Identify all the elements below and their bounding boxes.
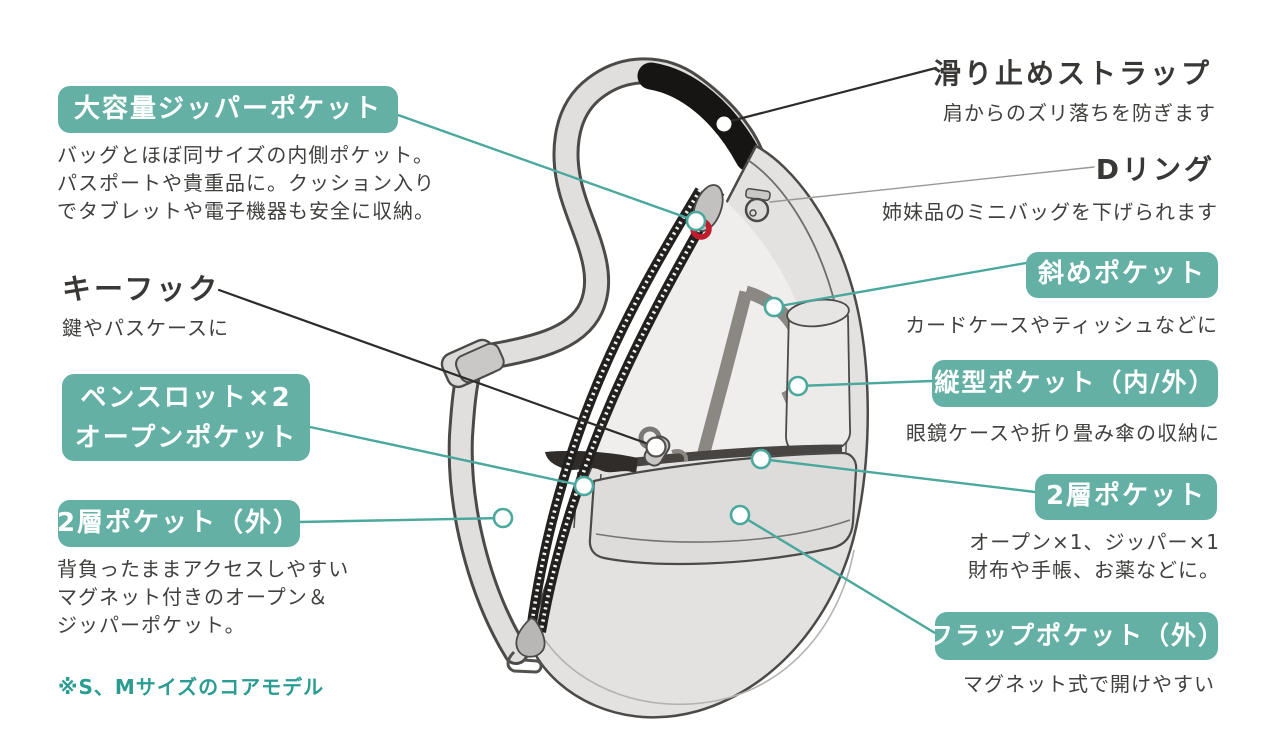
badge-two-layer-pocket: 2層ポケット xyxy=(1035,474,1217,520)
d-ring-desc: 姉妹品のミニバッグを下げられます xyxy=(882,200,1218,224)
non-slip-strap-title: 滑り止めストラップ xyxy=(932,57,1212,90)
key-hook-desc: 鍵やパスケースに xyxy=(62,316,229,340)
badge-two-layer-outer-label: 2層ポケット（外） xyxy=(56,507,302,538)
desc-line: バッグとほぼ同サイズの内側ポケット。 xyxy=(57,143,434,167)
bag-interior xyxy=(583,196,818,462)
badge-pen-slot-open-pocket: ペンスロット×2 オープンポケット xyxy=(62,374,310,461)
callout-dot-large-zipper-pocket xyxy=(685,210,707,232)
callout-dot-pen-slot xyxy=(573,475,595,497)
bag-bottom-crease xyxy=(544,549,855,706)
desc-line: でタブレットや電子機器も安全に収納。 xyxy=(57,199,435,223)
two-layer-pocket-desc: オープン×1、ジッパー×1 財布や手帳、お薬などに。 xyxy=(968,528,1220,584)
badge-vertical-pocket: 縦型ポケット（内/外） xyxy=(932,360,1218,407)
callout-dot-two-layer-pocket xyxy=(750,448,772,470)
callout-line-diagonal-pocket xyxy=(772,261,1028,309)
desc-line: 財布や手帳、お薬などに。 xyxy=(968,558,1220,582)
callout-dot-vertical-pocket xyxy=(787,375,809,397)
callout-dot-non-slip-strap xyxy=(716,116,732,132)
callout-dot-diagonal-pocket xyxy=(763,296,785,318)
badge-diagonal-pocket-label: 斜めポケット xyxy=(1037,259,1206,290)
zipper-bottom-end xyxy=(506,616,546,674)
desc-line: 背負ったままアクセスしやすい xyxy=(57,557,350,581)
badge-flap-pocket: フラップポケット（外） xyxy=(928,612,1223,660)
callout-line-two-layer-pocket xyxy=(759,457,1037,494)
badge-diagonal-pocket: 斜めポケット xyxy=(1026,252,1218,298)
d-ring-title: Dリング xyxy=(1095,153,1215,186)
badge-large-zipper-pocket: 大容量ジッパーポケット xyxy=(58,86,398,133)
desc-line: オープン×1、ジッパー×1 xyxy=(969,530,1220,554)
badge-two-layer-pocket-outer: 2層ポケット（外） xyxy=(56,500,302,547)
flap-pocket-desc: マグネット式で開けやすい xyxy=(963,672,1215,696)
callout-line-flap-pocket xyxy=(738,513,937,635)
badge-vertical-pocket-label: 縦型ポケット（内/外） xyxy=(934,368,1216,398)
badge-two-layer-pocket-label: 2層ポケット xyxy=(1045,481,1207,512)
non-slip-strap-section xyxy=(637,62,763,172)
vertical-pocket-desc: 眼鏡ケースや折り畳み傘の収納に xyxy=(906,421,1220,445)
main-zipper xyxy=(526,187,725,633)
size-note: ※S、Mサイズのコアモデル xyxy=(58,675,325,699)
callout-line-key-hook xyxy=(217,288,656,448)
non-slip-strap-desc: 肩からのズリ落ちを防ぎます xyxy=(943,101,1216,125)
badge-large-zipper-pocket-label: 大容量ジッパーポケット xyxy=(73,93,382,124)
callout-line-vertical-pocket xyxy=(796,379,934,388)
key-hook-title: キーフック xyxy=(62,272,221,306)
two-layer-outer-desc: 背負ったままアクセスしやすい マグネット付きのオープン＆ ジッパーポケット。 xyxy=(57,555,349,639)
callout-line-non-slip-strap xyxy=(725,66,938,124)
callout-line-two-layer-outer xyxy=(297,516,505,524)
diagonal-pocket-desc: カードケースやティッシュなどに xyxy=(905,313,1218,337)
callout-line-d-ring xyxy=(769,166,1095,203)
d-ring xyxy=(744,188,771,223)
badge-pen-slot-line1: ペンスロット×2 xyxy=(80,382,292,413)
callout-line-large-zipper-pocket xyxy=(396,113,698,223)
desc-line: マグネット付きのオープン＆ xyxy=(57,585,329,609)
callout-line-pen-slot xyxy=(308,425,586,488)
callout-dot-two-layer-outer xyxy=(492,507,514,529)
large-zipper-pocket-desc: バッグとほぼ同サイズの内側ポケット。 パスポートや貴重品に。クッション入り でタ… xyxy=(57,141,435,225)
desc-line: ジッパーポケット。 xyxy=(57,613,246,637)
badge-pen-slot-line2: オープンポケット xyxy=(74,422,298,453)
desc-line: パスポートや貴重品に。クッション入り xyxy=(57,171,435,195)
callout-dot-key-hook xyxy=(645,436,667,458)
callout-dot-flap-pocket xyxy=(729,504,751,526)
badge-flap-pocket-label: フラップポケット（外） xyxy=(928,620,1226,650)
